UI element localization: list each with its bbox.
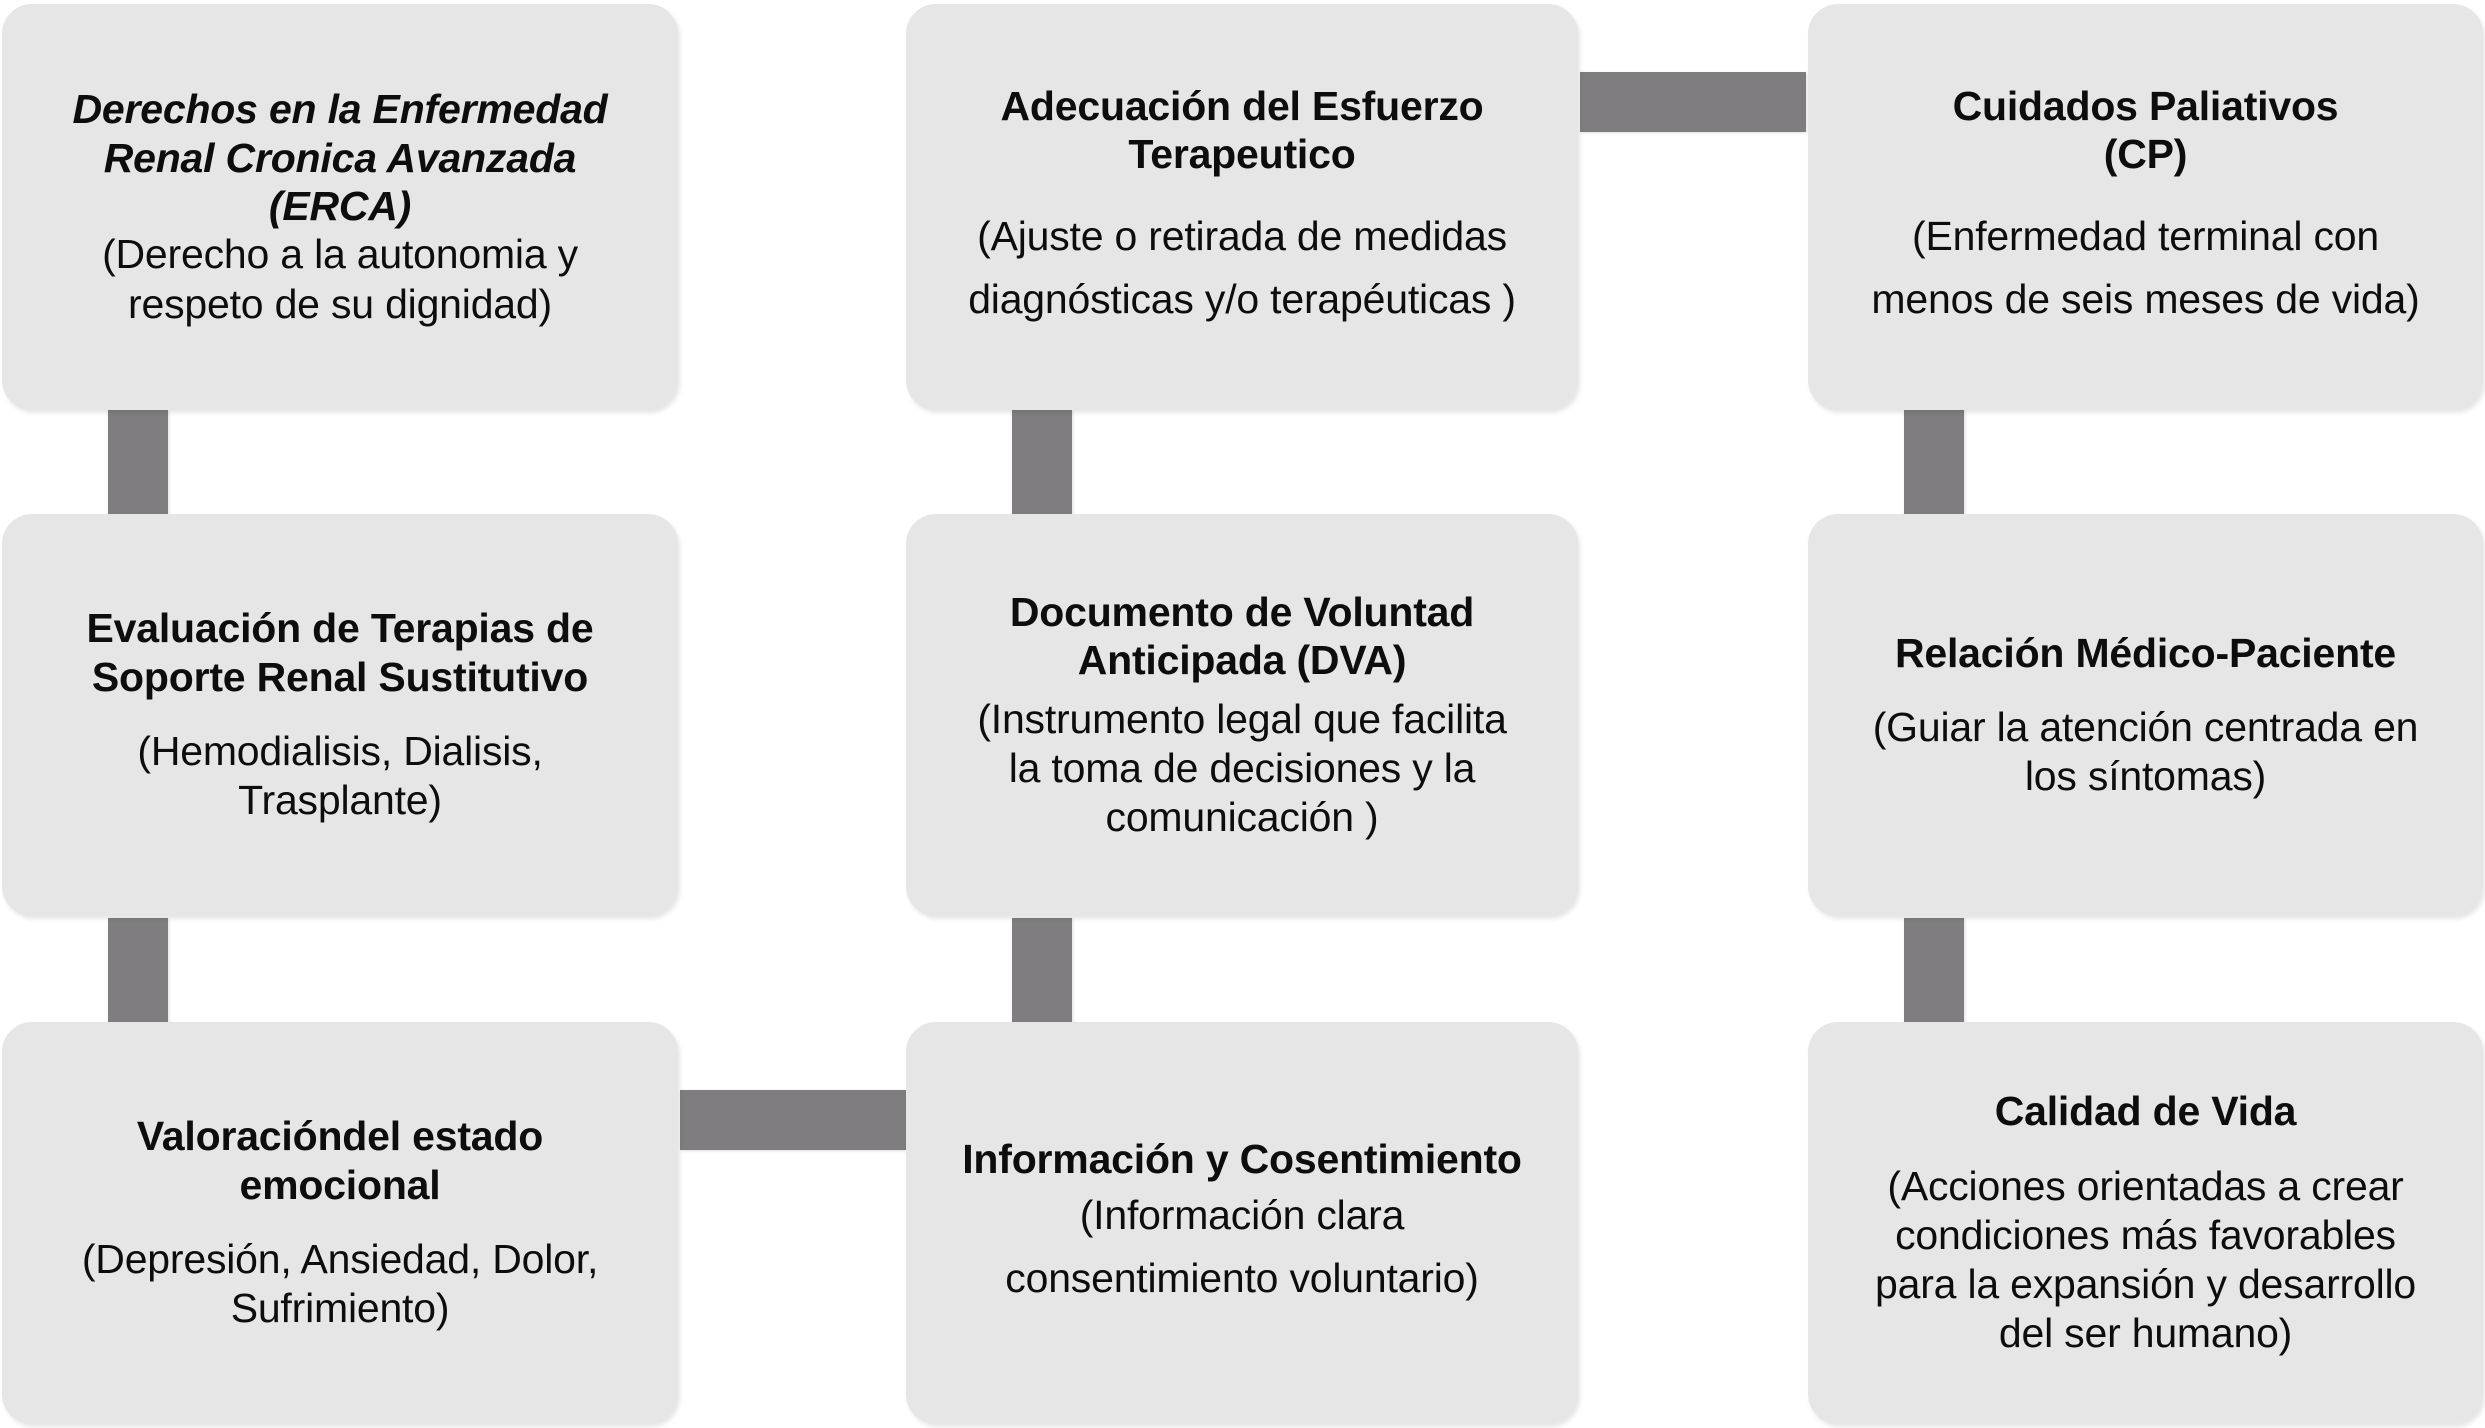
node-dva-title: Documento de Voluntad Anticipada (DVA) bbox=[1009, 588, 1475, 684]
node-adecuacion-esfuerzo-terapeutico[interactable]: Adecuación del Esfuerzo Terapeutico (Aju… bbox=[906, 4, 1578, 410]
node-dva-subtitle: (Instrumento legal que facilita la toma … bbox=[977, 695, 1507, 840]
node-informacion-title: Información y Cosentimiento bbox=[962, 1136, 1522, 1183]
node-erca[interactable]: Derechos en la Enfermedad Renal Cronica … bbox=[2, 4, 678, 410]
connector-evaluacion-to-valoracion bbox=[108, 918, 168, 1024]
node-evaluacion-title: Evaluación de Terapias de Soporte Renal … bbox=[86, 605, 594, 700]
node-documento-voluntad-anticipada[interactable]: Documento de Voluntad Anticipada (DVA) (… bbox=[906, 514, 1578, 916]
connector-paliativos-to-relacion bbox=[1904, 410, 1964, 516]
connector-adecuacion-to-paliativos bbox=[1580, 72, 1806, 132]
node-calidad-subtitle: (Acciones orientadas a crear condiciones… bbox=[1875, 1162, 2416, 1357]
node-relacion-title: Relación Médico-Paciente bbox=[1894, 629, 2396, 676]
connector-valoracion-to-informacion bbox=[680, 1090, 906, 1150]
node-paliativos-subtitle: (Enfermedad terminal con menos de seis m… bbox=[1871, 212, 2420, 323]
node-cuidados-paliativos[interactable]: Cuidados Paliativos (CP) (Enfermedad ter… bbox=[1808, 4, 2483, 410]
node-relacion-medico-paciente[interactable]: Relación Médico-Paciente (Guiar la atenc… bbox=[1808, 514, 2483, 916]
node-informacion-subtitle: (Información clara consentimiento volunt… bbox=[1005, 1191, 1479, 1302]
connector-dva-to-informacion bbox=[1012, 918, 1072, 1024]
node-evaluacion-subtitle: (Hemodialisis, Dialisis, Trasplante) bbox=[137, 728, 543, 824]
node-calidad-de-vida[interactable]: Calidad de Vida (Acciones orientadas a c… bbox=[1808, 1022, 2483, 1424]
node-relacion-subtitle: (Guiar la atención centrada en los sínto… bbox=[1872, 704, 2419, 800]
node-adecuacion-subtitle: (Ajuste o retirada de medidas diagnóstic… bbox=[968, 212, 1516, 323]
connector-adecuacion-to-dva bbox=[1012, 410, 1072, 516]
node-erca-title: Derechos en la Enfermedad Renal Cronica … bbox=[72, 86, 608, 229]
node-valoracion-subtitle: (Depresión, Ansiedad, Dolor, Sufrimiento… bbox=[81, 1236, 599, 1332]
node-calidad-title: Calidad de Vida bbox=[1994, 1088, 2297, 1135]
node-adecuacion-title: Adecuación del Esfuerzo Terapeutico bbox=[1000, 83, 1484, 178]
node-paliativos-title: Cuidados Paliativos (CP) bbox=[1952, 83, 2339, 178]
connector-erca-to-evaluacion bbox=[108, 410, 168, 516]
node-erca-subtitle: (Derecho a la autonomia y respeto de su … bbox=[102, 231, 578, 327]
node-valoracion-estado-emocional[interactable]: Valoracióndel estado emocional (Depresió… bbox=[2, 1022, 678, 1424]
node-informacion-y-consentimiento[interactable]: Información y Cosentimiento (Información… bbox=[906, 1022, 1578, 1424]
connector-relacion-to-calidad bbox=[1904, 918, 1964, 1024]
node-evaluacion-terapias-soporte-renal[interactable]: Evaluación de Terapias de Soporte Renal … bbox=[2, 514, 678, 916]
node-valoracion-title: Valoracióndel estado emocional bbox=[136, 1113, 544, 1208]
